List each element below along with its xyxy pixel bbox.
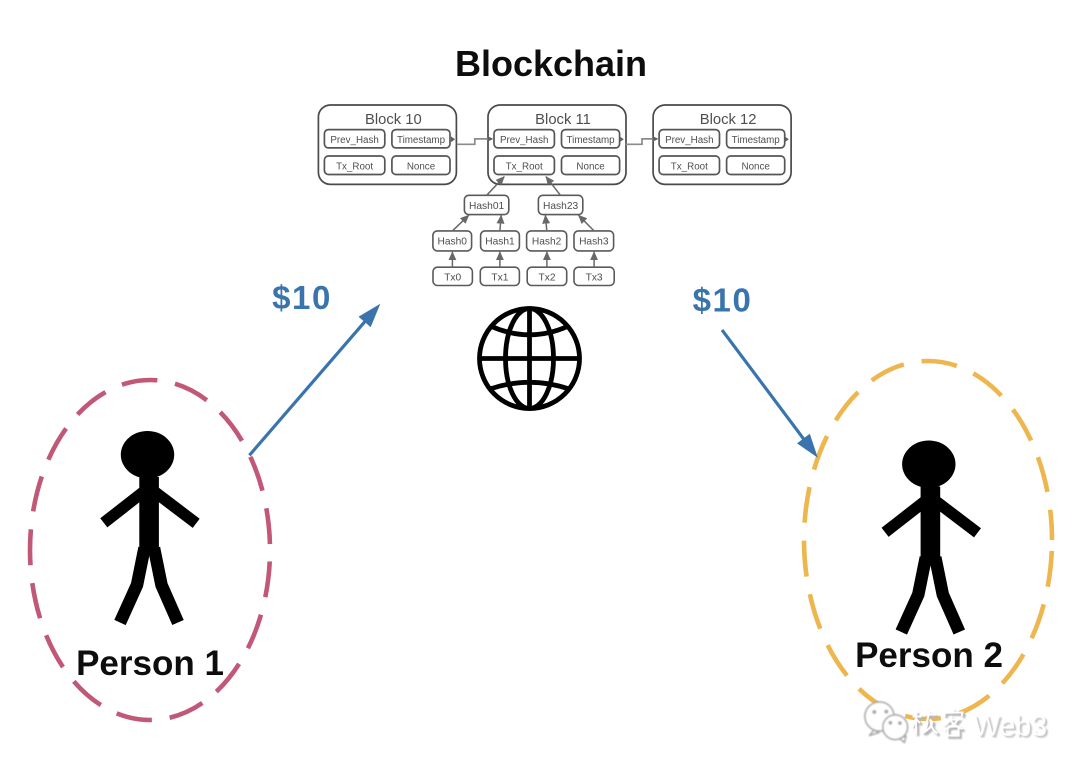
svg-text:Tx3: Tx3	[586, 272, 603, 283]
svg-text:Nonce: Nonce	[407, 162, 436, 173]
svg-text:Nonce: Nonce	[742, 162, 771, 173]
svg-text:Person 2: Person 2	[855, 636, 1003, 675]
svg-text:Block 11: Block 11	[535, 112, 591, 128]
svg-text:Blockchain: Blockchain	[455, 43, 647, 84]
svg-text:Block 10: Block 10	[365, 112, 422, 128]
svg-text:$10: $10	[272, 279, 332, 316]
svg-text:Tx2: Tx2	[539, 272, 556, 283]
svg-text:Hash0: Hash0	[437, 237, 467, 248]
svg-text:Hash01: Hash01	[469, 201, 504, 212]
svg-text:Tx1: Tx1	[491, 272, 508, 283]
svg-text:Person 1: Person 1	[76, 644, 224, 683]
svg-text:Tx0: Tx0	[444, 272, 461, 283]
svg-text:Tx_Root: Tx_Root	[671, 162, 708, 173]
svg-text:Prev_Hash: Prev_Hash	[665, 135, 713, 146]
svg-text:Hash2: Hash2	[532, 237, 562, 248]
svg-text:Block 12: Block 12	[700, 112, 757, 128]
svg-text:Prev_Hash: Prev_Hash	[330, 135, 378, 146]
svg-text:Hash3: Hash3	[579, 237, 609, 248]
svg-text:Hash1: Hash1	[485, 237, 515, 248]
svg-text:Tx_Root: Tx_Root	[506, 162, 543, 173]
svg-text:Timestamp: Timestamp	[567, 135, 616, 146]
svg-text:$10: $10	[693, 282, 753, 319]
svg-text:Nonce: Nonce	[576, 162, 605, 173]
svg-text:Tx_Root: Tx_Root	[336, 162, 373, 173]
svg-text:Hash23: Hash23	[543, 201, 578, 212]
svg-text:Web3: Web3	[975, 713, 1049, 745]
svg-text:Timestamp: Timestamp	[397, 135, 446, 146]
svg-text:Timestamp: Timestamp	[732, 135, 781, 146]
svg-text:Web3: Web3	[973, 711, 1047, 743]
svg-text:Prev_Hash: Prev_Hash	[500, 135, 548, 146]
